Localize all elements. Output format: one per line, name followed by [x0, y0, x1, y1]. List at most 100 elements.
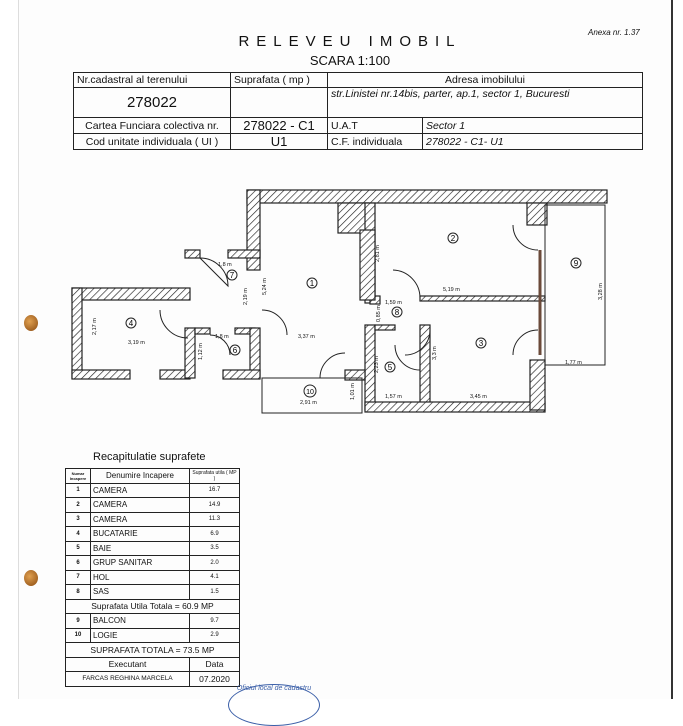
dim-label: 1,01 m	[350, 383, 356, 400]
room-number: 6	[233, 346, 238, 355]
ui-value: U1	[230, 133, 328, 150]
cfi-value: 278022 - C1- U1	[422, 133, 643, 150]
dim-label: 3,19 m	[128, 340, 145, 346]
room-name-cell: CAMERA	[90, 497, 190, 513]
dim-label: 1,12 m	[198, 343, 204, 360]
room-number: 9	[574, 259, 579, 268]
col-room-area: Suprafata utila ( MP )	[189, 468, 240, 484]
room-number: 10	[306, 389, 314, 396]
room-area-cell: 4.1	[189, 569, 240, 585]
scale-label: SCARA 1:100	[309, 53, 391, 68]
floor-plan: 1 2 3 4 5 6 7 8 9 10 1,8 m 2,19 m 5,24 m…	[71, 189, 608, 414]
balcony-outlines	[261, 204, 606, 414]
col-address: Adresa imobilului	[327, 72, 643, 88]
room-number: 5	[388, 363, 393, 372]
room-area-cell: 11.3	[189, 511, 240, 527]
dim-label: 1,8 m	[215, 334, 229, 340]
uat-label: U.A.T	[327, 117, 423, 134]
binder-hole	[24, 570, 38, 586]
dim-label: 1,59 m	[385, 300, 402, 306]
room-area-cell: 9.7	[189, 613, 240, 629]
room-number-cell: 9	[65, 613, 91, 629]
room-name-cell: CAMERA	[90, 482, 190, 498]
room-area-cell: 1.5	[189, 584, 240, 600]
useful-total: Suprafata Utila Totala = 60.9 MP	[65, 598, 240, 614]
col-number: Numar Incapere	[65, 468, 91, 484]
room-area-cell: 3.5	[189, 540, 240, 556]
dim-label: 3,45 m	[470, 394, 487, 400]
room-name-cell: HOL	[90, 569, 190, 585]
room-number: 2	[451, 234, 456, 243]
dim-label: 1,77 m	[565, 360, 582, 366]
dim-label: 3,28 m	[598, 283, 604, 300]
room-number-cell: 5	[65, 540, 91, 556]
dim-label: 2,17 m	[92, 318, 98, 335]
area-value	[230, 87, 328, 118]
room-number-cell: 3	[65, 511, 91, 527]
room-number-cell: 8	[65, 584, 91, 600]
room-number-cell: 4	[65, 526, 91, 542]
executant-name: FARCAS REGHINA MARCELA	[65, 671, 190, 687]
room-area-cell: 2.0	[189, 555, 240, 571]
dim-label: 5,24 m	[262, 278, 268, 295]
address-value: str.Linistei nr.14bis, parter, ap.1, sec…	[327, 87, 643, 118]
room-name-cell: CAMERA	[90, 511, 190, 527]
cf-label: Cartea Funciara colectiva nr.	[73, 117, 231, 134]
doors	[159, 224, 539, 379]
col-room-name: Denumire Incapere	[90, 468, 190, 484]
dim-label: 0,85 m	[376, 305, 382, 322]
date-label: Data	[189, 656, 240, 672]
room-number-cell: 7	[65, 569, 91, 585]
annex-number: Anexa nr. 1.37	[588, 28, 640, 37]
recap-title: Recapitulatie suprafete	[93, 451, 206, 463]
dim-label: 3,3 m	[432, 346, 438, 360]
room-number-cell: 1	[65, 482, 91, 498]
binder-hole	[24, 315, 38, 331]
room-number-cell: 2	[65, 497, 91, 513]
dim-label: 1,57 m	[385, 394, 402, 400]
document-title: RELEVEU IMOBIL	[238, 33, 462, 50]
dim-label: 2,91 m	[300, 400, 317, 406]
dim-label: 5,19 m	[443, 287, 460, 293]
room-name-cell: BAIE	[90, 540, 190, 556]
room-number: 3	[479, 339, 484, 348]
room-number: 4	[129, 319, 134, 328]
room-area-cell: 2.9	[189, 627, 240, 643]
dim-label: 3,37 m	[298, 334, 315, 340]
uat-value: Sector 1	[422, 117, 643, 134]
room-area-cell: 16.7	[189, 482, 240, 498]
official-stamp: Oficiul local de cadastru	[228, 684, 320, 726]
cadastral-number: 278022	[73, 87, 231, 118]
property-info-table: Nr.cadastral al terenului Suprafata ( mp…	[73, 72, 643, 150]
grand-total: SUPRAFATA TOTALA = 73.5 MP	[65, 642, 240, 658]
room-name-cell: LOGIE	[90, 627, 190, 643]
walls	[71, 189, 608, 413]
room-number-cell: 6	[65, 555, 91, 571]
executant-label: Executant	[65, 656, 190, 672]
dim-label: 2,81 m	[375, 245, 381, 262]
recap-table: Numar Incapere Denumire Incapere Suprafa…	[65, 468, 240, 687]
date-value: 07.2020	[189, 671, 240, 687]
dim-label: 1,8 m	[218, 262, 232, 268]
room-number: 1	[310, 279, 315, 288]
cfi-label: C.F. individuala	[327, 133, 423, 150]
room-name-cell: BALCON	[90, 613, 190, 629]
room-number: 8	[395, 308, 400, 317]
room-number: 7	[230, 271, 235, 280]
room-numbers: 1 2 3 4 5 6 7 8 9 10	[125, 232, 582, 398]
room-name-cell: BUCATARIE	[90, 526, 190, 542]
dim-label: 2,23 m	[374, 356, 380, 373]
room-area-cell: 14.9	[189, 497, 240, 513]
room-number-cell: 10	[65, 627, 91, 643]
room-name-cell: SAS	[90, 584, 190, 600]
room-name-cell: GRUP SANITAR	[90, 555, 190, 571]
